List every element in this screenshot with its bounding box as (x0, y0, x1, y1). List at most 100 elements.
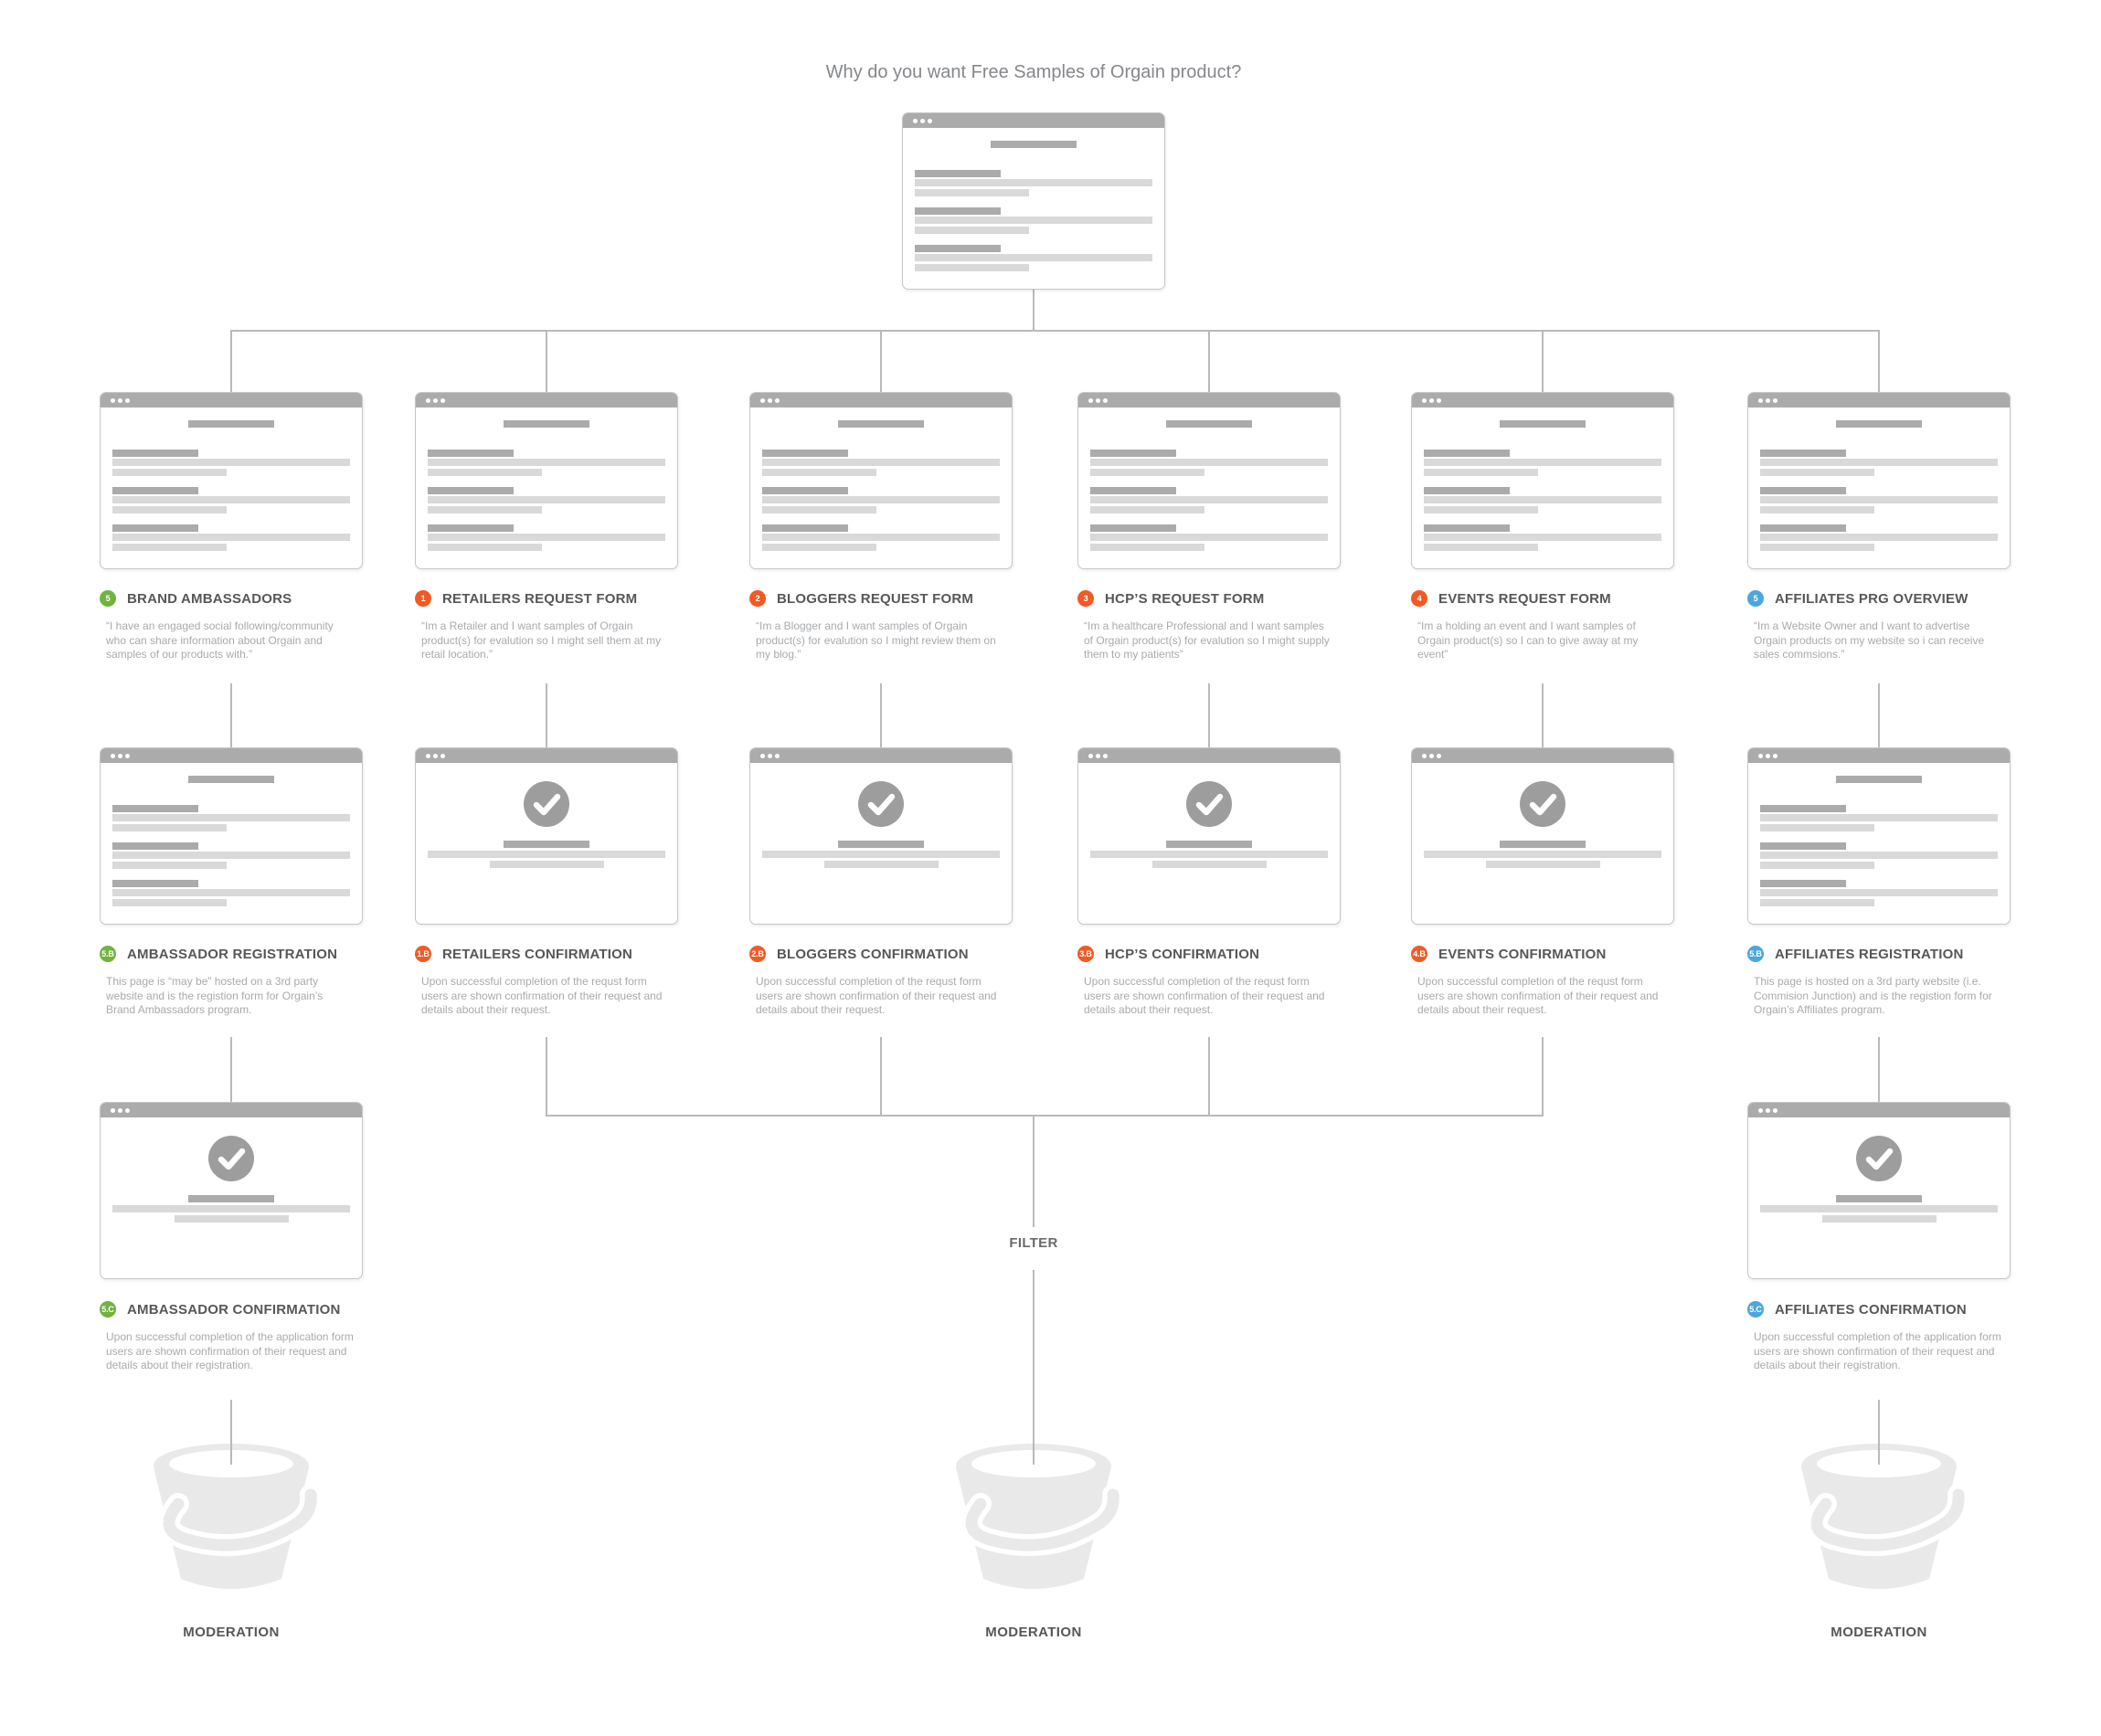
skeleton-bar (1760, 824, 1874, 831)
skeleton-bar (1424, 534, 1661, 541)
skeleton-paragraph (1090, 524, 1328, 551)
skeleton-bar (489, 861, 604, 868)
skeleton-bar (1760, 862, 1874, 869)
skeleton-heading-bar (991, 141, 1077, 148)
browser-chrome-bar (416, 393, 677, 408)
step-badge: 5 (100, 590, 116, 607)
skeleton-bar (1090, 450, 1176, 457)
skeleton-bar (112, 496, 350, 503)
skeleton-heading-bar (504, 420, 589, 428)
skeleton-paragraph (1760, 805, 1998, 831)
stage-title: AFFILIATES REGISTRATION (1775, 946, 1964, 962)
skeleton-heading-bar (1836, 420, 1922, 428)
connector-line (1542, 330, 1544, 392)
skeleton-paragraph (1760, 524, 1998, 551)
wireframe-confirmation-card (415, 747, 678, 925)
skeleton-bar (112, 805, 198, 812)
skeleton-paragraph (1760, 450, 1998, 476)
skeleton-heading-bar (1166, 420, 1252, 428)
skeleton-bar (1760, 899, 1874, 906)
skeleton-heading-bar (1836, 1195, 1922, 1202)
moderation-label: MODERATION (985, 1625, 1082, 1640)
skeleton-bar (762, 459, 1000, 466)
connector-line (880, 1037, 882, 1115)
skeleton-bar (112, 899, 227, 906)
connector-line (1033, 1115, 1035, 1227)
skeleton-heading-bar (188, 776, 274, 783)
skeleton-bar (1424, 487, 1510, 494)
skeleton-bar (1760, 842, 1846, 850)
success-check-icon (1186, 781, 1232, 827)
skeleton-bar (762, 544, 876, 551)
wireframe-confirmation-card (1411, 747, 1674, 925)
skeleton-bar (1424, 851, 1661, 858)
connector-line (880, 330, 882, 392)
step-badge: 5.C (1747, 1301, 1764, 1318)
skeleton-bar (1821, 1215, 1937, 1223)
skeleton-bar (1760, 805, 1846, 812)
skeleton-paragraph (112, 842, 350, 869)
skeleton-bar (428, 524, 514, 532)
stage-title: AMBASSADOR REGISTRATION (127, 946, 338, 962)
skeleton-bar (915, 254, 1152, 261)
skeleton-bar (762, 469, 876, 476)
connector-line (1208, 683, 1210, 747)
skeleton-bar (1090, 496, 1328, 503)
wireframe-browser-card (415, 392, 678, 569)
connector-line (1878, 1400, 1880, 1465)
skeleton-heading-bar (838, 420, 924, 428)
skeleton-paragraph (1090, 487, 1328, 513)
connector-line (546, 330, 547, 392)
skeleton-heading-bar (188, 1195, 274, 1202)
skeleton-bar (112, 469, 227, 476)
browser-chrome-bar (101, 1103, 362, 1117)
skeleton-bar (112, 814, 350, 821)
skeleton-bar (428, 534, 665, 541)
stage-title: HCP’S CONFIRMATION (1105, 946, 1260, 962)
page-question: Why do you want Free Samples of Orgain p… (825, 62, 1242, 82)
connector-line (1878, 330, 1880, 392)
wireframe-confirmation-card (100, 1102, 363, 1279)
browser-chrome-bar (1412, 748, 1673, 763)
connector-line (880, 683, 882, 747)
stage-title: EVENTS REQUEST FORM (1438, 590, 1611, 607)
success-check-icon (524, 781, 569, 827)
window-dots-icon (111, 754, 115, 758)
stage-label: 1 RETAILERS REQUEST FORM “Im a Retailer … (415, 590, 689, 662)
skeleton-bar (1424, 506, 1538, 513)
skeleton-bar (1760, 880, 1846, 887)
skeleton-paragraph (112, 450, 350, 476)
stage-description: “Im a holding an event and I want sample… (1417, 619, 1639, 661)
stage-label: 2 BLOGGERS REQUEST FORM “Im a Blogger an… (749, 590, 1024, 662)
stage-title: HCP’S REQUEST FORM (1105, 590, 1265, 607)
skeleton-bar (428, 487, 514, 494)
step-badge: 3.B (1077, 946, 1094, 962)
skeleton-paragraph (915, 207, 1152, 234)
stage-description: Upon successful completion of the applic… (106, 1330, 354, 1371)
skeleton-bar (428, 450, 514, 457)
connector-line (546, 683, 547, 747)
moderation-bucket-icon (1792, 1440, 1970, 1604)
skeleton-paragraph (915, 170, 1152, 196)
skeleton-bar (915, 179, 1152, 186)
skeleton-paragraph (762, 450, 1000, 476)
stage-description: This page is hosted on a 3rd party websi… (1754, 975, 1992, 1016)
skeleton-bar (112, 450, 198, 457)
skeleton-bar (428, 506, 542, 513)
stage-label: 3.B HCP’S CONFIRMATION Upon successful c… (1077, 946, 1352, 1018)
skeleton-paragraph (428, 450, 665, 476)
stage-description: “Im a Website Owner and I want to advert… (1754, 619, 1985, 661)
skeleton-bar (762, 487, 848, 494)
stage-label: 2.B BLOGGERS CONFIRMATION Upon successfu… (749, 946, 1024, 1018)
stage-title: AFFILIATES PRG OVERVIEW (1775, 590, 1968, 607)
success-check-icon (1856, 1136, 1902, 1181)
skeleton-bar (1760, 852, 1998, 859)
skeleton-bar (112, 889, 350, 896)
stage-title: RETAILERS CONFIRMATION (442, 946, 632, 962)
window-dots-icon (760, 398, 765, 403)
skeleton-bar (762, 534, 1000, 541)
stage-label: 1.B RETAILERS CONFIRMATION Upon successf… (415, 946, 689, 1018)
moderation-label: MODERATION (1830, 1625, 1927, 1640)
connector-line (230, 1037, 232, 1102)
window-dots-icon (1088, 398, 1093, 403)
